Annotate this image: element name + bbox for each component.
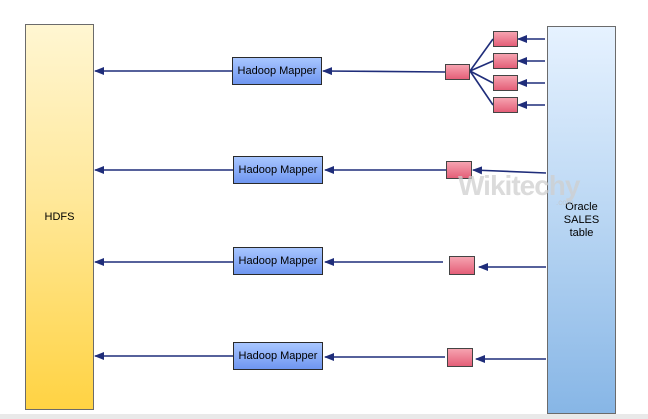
data-split-small-4 [493,97,518,113]
hdfs-label: HDFS [44,210,75,223]
fan-line-3 [469,70,494,84]
watermark-sub: .com [556,198,574,207]
fan-line-4 [469,70,494,106]
watermark-text: Wikitechy [458,170,580,201]
mapper-label: Hadoop Mapper [238,349,318,362]
hadoop-mapper-3: Hadoop Mapper [233,247,323,275]
data-split-row2 [446,161,472,179]
arrow-split-to-mapper-1 [322,67,446,76]
hdfs-box: HDFS [25,24,94,410]
data-split-row1 [445,64,470,80]
data-split-row4 [447,348,473,367]
hadoop-mapper-4: Hadoop Mapper [233,342,323,370]
fan-line-2 [469,60,494,72]
hadoop-mapper-2: Hadoop Mapper [233,156,323,184]
mapper-label: Hadoop Mapper [237,64,317,77]
mapper-label: Hadoop Mapper [238,254,318,267]
data-split-small-2 [493,53,518,69]
oracle-label: Oracle SALES table [563,200,600,239]
bottom-strip [0,414,648,419]
data-split-small-3 [493,75,518,91]
data-split-small-1 [493,31,518,47]
fan-line-1 [469,38,494,72]
mapper-label: Hadoop Mapper [238,163,318,176]
data-split-row3 [449,256,475,275]
arrow-oracle-to-split-row2 [472,166,547,175]
oracle-sales-table-box: Oracle SALES table [547,26,616,414]
hadoop-mapper-1: Hadoop Mapper [232,57,322,85]
wikitechy-watermark: Wikitechy .com [458,170,580,207]
